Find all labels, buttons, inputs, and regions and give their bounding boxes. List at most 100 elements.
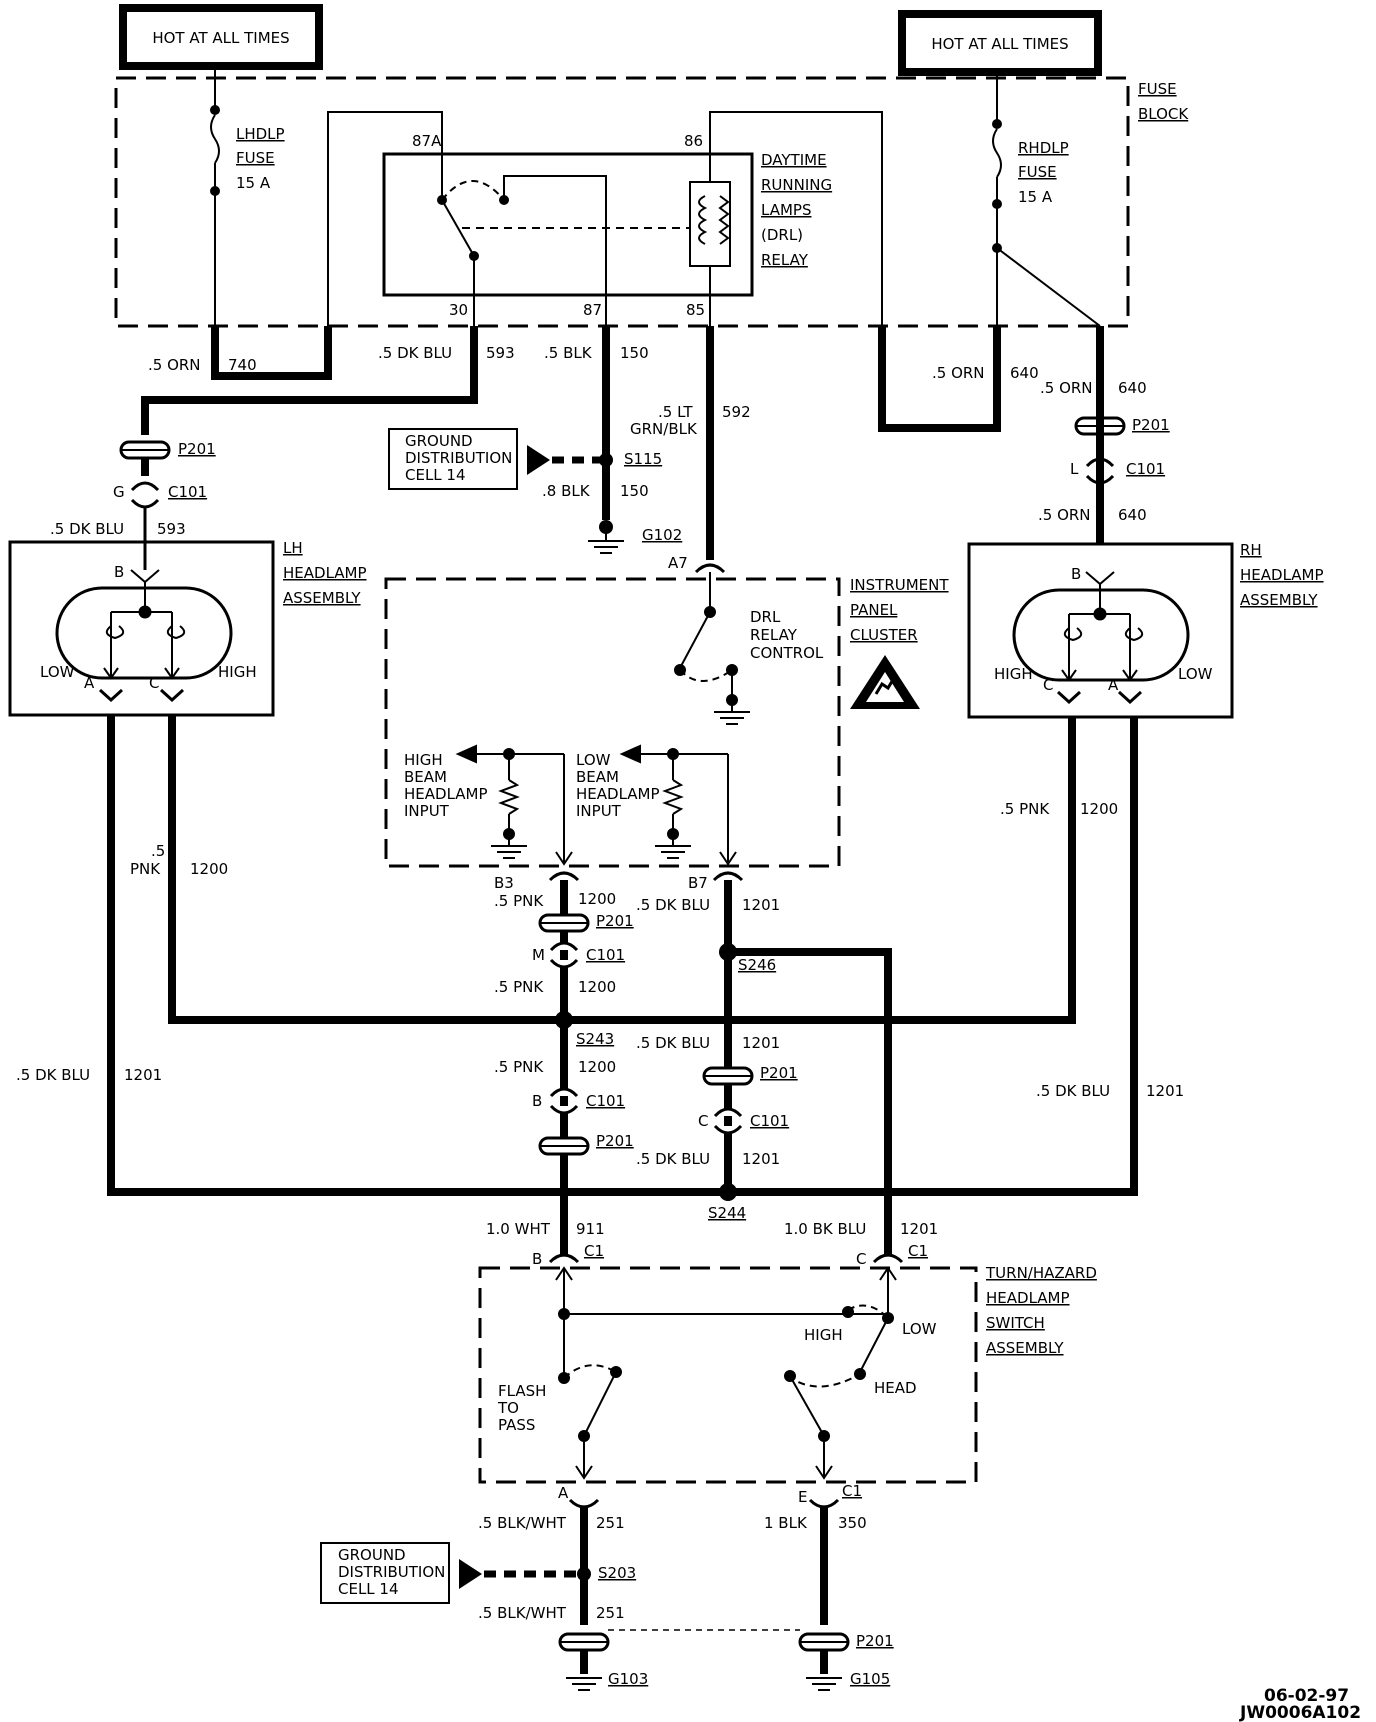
fuse-block-label-1: FUSE	[1138, 80, 1177, 98]
w150b-size: .8 BLK	[542, 482, 591, 500]
w150b-num: 150	[620, 482, 649, 500]
w592-size-1: .5 LT	[658, 403, 693, 421]
footer-code: JW0006A102	[1239, 1703, 1361, 1722]
lh-pin-b: B	[114, 563, 124, 581]
w911-size: 1.0 WHT	[486, 1220, 551, 1238]
c1201b-num: 1201	[742, 1150, 780, 1168]
switch-c1-pin-a: A	[558, 1484, 569, 1502]
switch-c1-label-left: C1	[584, 1242, 604, 1260]
w593b-size: .5 DK BLU	[50, 520, 124, 538]
rh1200-size: .5 PNK	[1000, 800, 1050, 818]
hot-banner-right	[898, 10, 1102, 76]
cluster-box	[384, 577, 841, 868]
lh1200-size-2: PNK	[130, 860, 161, 878]
lh-fuse	[210, 66, 220, 326]
w1201c-num: 1201	[900, 1220, 938, 1238]
lh-fuse-label-1: LHDLP	[236, 125, 285, 143]
rh1200-num: 1200	[1080, 800, 1118, 818]
lh-p201-connector	[119, 440, 171, 460]
drl-control-2: RELAY	[750, 626, 798, 644]
lh-c101-label: C101	[168, 483, 207, 501]
switch-c1-pin-c: C	[856, 1250, 866, 1268]
w350-size: 1 BLK	[764, 1514, 808, 1532]
b3-num: 1200	[578, 890, 616, 908]
ground-dist-top-2: DISTRIBUTION	[405, 449, 512, 467]
rh-c101-label: C101	[1126, 460, 1165, 478]
rh-p201-label: P201	[1132, 416, 1170, 434]
right-c101-pin: C	[698, 1112, 708, 1130]
blue-bus	[107, 716, 1138, 1196]
right-p201-label: P201	[760, 1064, 798, 1082]
switch-label-1: TURN/HAZARD	[985, 1264, 1097, 1282]
w150-size: .5 BLK	[544, 344, 593, 362]
cluster-label-3: CLUSTER	[850, 626, 918, 644]
s246-label: S246	[738, 956, 776, 974]
relay-pin-86: 86	[684, 132, 703, 150]
ground-dist-box-top	[388, 428, 518, 490]
center-p201-bot	[538, 1136, 590, 1156]
w640a-num: 640	[1010, 364, 1039, 382]
c1200a-num: 1200	[578, 978, 616, 996]
hb-input-2: BEAM	[404, 768, 447, 786]
w593b-num: 593	[157, 520, 186, 538]
center-c101-top-label: C101	[586, 946, 625, 964]
switch-label-2: HEADLAMP	[986, 1289, 1070, 1307]
lh-headlamp-label-3: ASSEMBLY	[283, 589, 361, 607]
s244-label: S244	[708, 1204, 746, 1222]
switch-box	[478, 1266, 978, 1484]
cluster-pin-b7: B7	[688, 874, 708, 892]
rh-bulb	[1012, 571, 1190, 705]
center-p201-bot-label: P201	[596, 1132, 634, 1150]
lh-fuse-label-2: FUSE	[236, 149, 275, 167]
drl-control-1: DRL	[750, 608, 781, 626]
bottom-p201-label: P201	[856, 1632, 894, 1650]
lb-input-3: HEADLAMP	[576, 785, 660, 803]
s246-branch	[728, 948, 892, 1255]
rh-fuse-label-3: 15 A	[1018, 188, 1053, 206]
right-c101-label: C101	[750, 1112, 789, 1130]
right-p201	[702, 1066, 754, 1086]
high-beam-input	[455, 744, 573, 866]
lh-pin-a: A	[84, 674, 95, 692]
switch-c1-pin-e: E	[798, 1488, 807, 1506]
splice-s243	[555, 1011, 573, 1029]
cluster-pin-b3: B3	[494, 874, 514, 892]
c1201b-size: .5 DK BLU	[636, 1150, 710, 1168]
switch-head: HEAD	[874, 1379, 917, 1397]
rh-c101-pin: L	[1070, 460, 1079, 478]
w740-num: 740	[228, 356, 257, 374]
esd-warning-icon	[850, 655, 920, 709]
w640c-size: .5 ORN	[1038, 506, 1091, 524]
c1201a-size: .5 DK BLU	[636, 1034, 710, 1052]
switch-label-3: SWITCH	[986, 1314, 1045, 1332]
pink-bus	[168, 716, 1076, 1024]
g103-label: G103	[608, 1670, 648, 1688]
fuse-block-box	[114, 76, 1130, 328]
cluster-pin-a7: A7	[668, 554, 688, 572]
switch-label-4: ASSEMBLY	[986, 1339, 1064, 1357]
lh-pin-c: C	[149, 674, 159, 692]
low-beam-input	[619, 744, 737, 866]
hb-input-1: HIGH	[404, 751, 443, 769]
center-p201-top-label: P201	[596, 912, 634, 930]
ground-g105-icon	[806, 1677, 842, 1691]
lb-input-2: BEAM	[576, 768, 619, 786]
g102-label: G102	[642, 526, 682, 544]
hot-banner-left	[119, 4, 323, 70]
lh-low: LOW	[40, 663, 75, 681]
relay-label-4: (DRL)	[761, 226, 803, 244]
c1200a-size: .5 PNK	[494, 978, 544, 996]
cluster-label-1: INSTRUMENT	[850, 576, 949, 594]
w592-num: 592	[722, 403, 751, 421]
rh-headlamp-label-3: ASSEMBLY	[1240, 591, 1318, 609]
lh1200-num: 1200	[190, 860, 228, 878]
lh1201-size: .5 DK BLU	[16, 1066, 90, 1084]
ground-dist-arrow-top	[527, 445, 550, 475]
lh-bulb	[55, 569, 233, 703]
b7-size: .5 DK BLU	[636, 896, 710, 914]
heavy-wires-bottom	[580, 1506, 828, 1625]
switch-c1-pin-b: B	[532, 1250, 542, 1268]
rh1201-size: .5 DK BLU	[1036, 1082, 1110, 1100]
ground-g103-icon	[566, 1677, 602, 1691]
relay-label-5: RELAY	[761, 251, 809, 269]
